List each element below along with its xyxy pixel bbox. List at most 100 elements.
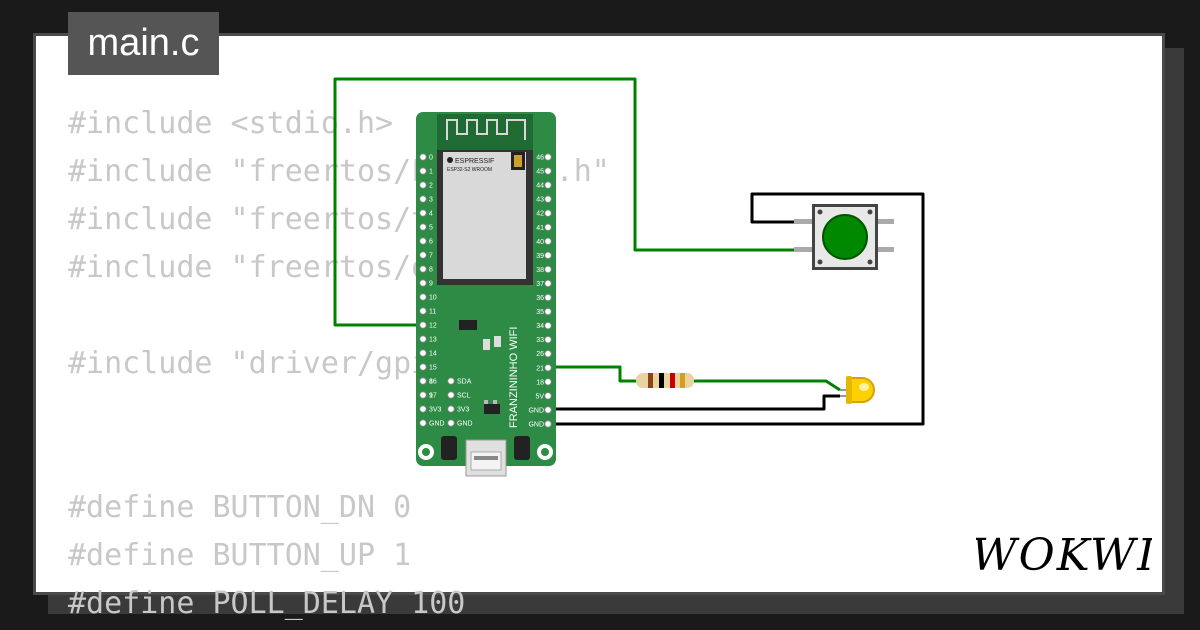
right-pin[interactable] <box>544 350 552 358</box>
left-pin[interactable] <box>419 195 427 203</box>
left-pin-label: 4 <box>429 211 433 218</box>
left-bottom-pin[interactable] <box>419 419 427 427</box>
right-pin[interactable] <box>544 364 552 372</box>
right-pin[interactable] <box>544 251 552 259</box>
right-pin-label: 41 <box>536 225 544 232</box>
left-pin-label: 2 <box>429 183 433 190</box>
right-pin[interactable] <box>544 209 552 217</box>
right-pin[interactable] <box>544 321 552 330</box>
right-pin[interactable] <box>544 420 552 428</box>
right-pin-header: 46454443424140393837363534332621185VGNDG… <box>528 153 552 428</box>
left-bottom-pin[interactable] <box>419 377 427 385</box>
inner-pin[interactable] <box>447 377 455 385</box>
boot-button[interactable] <box>441 436 457 460</box>
left-pin[interactable] <box>419 265 427 273</box>
left-pin-label: 6 <box>429 239 433 246</box>
left-pin[interactable] <box>419 181 427 189</box>
left-bottom-pin[interactable] <box>419 391 427 399</box>
left-pin[interactable] <box>419 321 427 329</box>
right-pin-label: 34 <box>536 323 544 330</box>
left-pin[interactable] <box>419 209 427 217</box>
left-pin[interactable] <box>419 307 427 315</box>
franzininho-wifi-board[interactable]: ESPRESSIF ESP32-S2 WROOM 012345678910111… <box>416 112 556 477</box>
left-pin[interactable] <box>419 349 427 357</box>
reset-button[interactable] <box>514 436 530 460</box>
right-pin[interactable] <box>544 153 552 161</box>
left-pin-label: 15 <box>429 365 437 372</box>
wire-resistor-to-led <box>692 379 841 392</box>
inner-pin-label: GND <box>457 421 473 428</box>
right-pin[interactable] <box>544 167 552 175</box>
code-line: #define BUTTON_UP 1 <box>68 538 412 573</box>
file-tab[interactable]: main.c <box>68 12 219 75</box>
right-pin-label: 45 <box>536 169 544 176</box>
left-pin-label: 17 <box>429 393 437 400</box>
right-pin[interactable] <box>544 307 552 316</box>
left-pin-label: 13 <box>429 337 437 344</box>
right-pin[interactable] <box>544 336 552 344</box>
right-pin[interactable] <box>544 279 552 288</box>
right-pin[interactable] <box>544 181 552 189</box>
left-bottom-pin-label: 3V3 <box>429 407 442 414</box>
wokwi-logo: WOKWI <box>976 530 1152 580</box>
wire-button-to-gnd <box>548 192 925 426</box>
right-pin-label: 36 <box>536 295 544 302</box>
right-pin[interactable] <box>544 406 552 414</box>
left-pin-label: 14 <box>429 351 437 358</box>
left-pin[interactable] <box>419 363 427 371</box>
right-pin-label: 5V <box>535 393 544 400</box>
right-pin[interactable] <box>544 237 552 245</box>
right-pin-label: 38 <box>536 267 544 274</box>
inner-pin[interactable] <box>447 405 455 413</box>
left-pin-label: 11 <box>429 309 436 316</box>
left-pin[interactable] <box>419 223 427 231</box>
right-pin-label: 39 <box>536 253 544 260</box>
right-pin[interactable] <box>544 223 552 231</box>
inner-pin-label: SDA <box>457 379 472 386</box>
right-pin[interactable] <box>544 195 552 203</box>
right-pin[interactable] <box>544 265 552 273</box>
left-pin[interactable] <box>419 153 427 161</box>
left-pin-label: 1 <box>429 169 433 176</box>
resistor-icon[interactable] <box>636 373 694 388</box>
left-pin[interactable] <box>419 237 427 245</box>
left-pin-label: 5 <box>429 225 433 232</box>
right-pin-label: 40 <box>536 239 544 246</box>
led-icon[interactable] <box>840 376 875 404</box>
code-line: #define POLL_DELAY 100 <box>68 586 466 621</box>
left-bottom-pin-label: GND <box>429 421 445 428</box>
module-vendor: ESPRESSIF <box>455 158 494 165</box>
wire-gpio14-to-button <box>333 77 810 327</box>
code-line: #define BUTTON_DN 0 <box>68 490 412 525</box>
left-pin[interactable] <box>419 279 427 287</box>
left-pin-label: 12 <box>429 323 437 330</box>
right-pin-label: GND <box>528 407 544 414</box>
antenna-icon <box>446 119 526 140</box>
left-pin-label: 10 <box>429 295 437 302</box>
left-bottom-pin-label: 9 <box>429 393 433 400</box>
pushbutton-icon[interactable] <box>794 204 894 270</box>
inner-pin-label: 3V3 <box>457 407 470 414</box>
right-pin-label: 42 <box>536 211 544 218</box>
right-pin[interactable] <box>544 293 552 302</box>
right-pin[interactable] <box>544 378 552 386</box>
left-pin[interactable] <box>419 335 427 343</box>
module-model: ESP32-S2 WROOM <box>447 167 492 173</box>
left-pin[interactable] <box>419 293 427 301</box>
right-pin-label: 44 <box>536 183 544 190</box>
inner-pin[interactable] <box>447 391 455 399</box>
right-pin-label: 43 <box>536 197 544 204</box>
inner-pin[interactable] <box>447 419 455 427</box>
left-bottom-pin[interactable] <box>419 405 427 413</box>
left-pin-label: 16 <box>429 379 437 386</box>
left-pin[interactable] <box>419 167 427 175</box>
left-pin[interactable] <box>419 251 427 259</box>
usb-connector-icon <box>465 439 507 477</box>
right-pin[interactable] <box>544 392 552 400</box>
left-pin-label: 3 <box>429 197 433 204</box>
project-preview-card <box>33 33 1165 595</box>
inner-pin-label: SCL <box>457 393 471 400</box>
